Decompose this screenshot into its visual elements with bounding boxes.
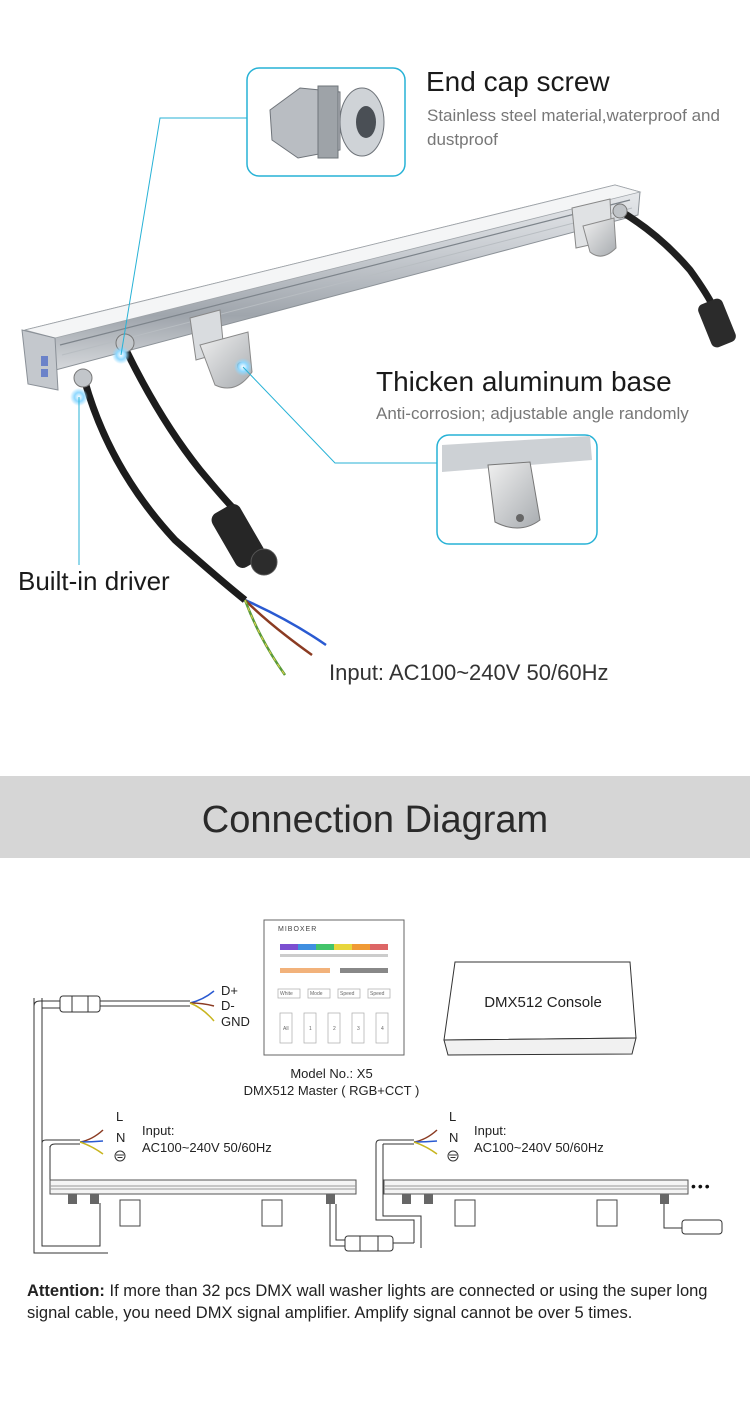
wire-label-l-right: L bbox=[449, 1109, 457, 1124]
wire-label-gnd: GND bbox=[221, 1014, 250, 1029]
console-label: DMX512 Console bbox=[484, 994, 602, 1011]
middle-connector bbox=[344, 1144, 422, 1252]
dmx-console-shape bbox=[443, 961, 637, 1056]
controller-button-speed-1: Speed bbox=[340, 991, 355, 997]
right-cable bbox=[612, 203, 736, 348]
wall-washer-fixture bbox=[21, 184, 642, 391]
wire-label-d-minus: D- bbox=[221, 998, 235, 1013]
controller-brand: MIBOXER bbox=[278, 926, 318, 933]
controller-zone-2: 2 bbox=[333, 1026, 336, 1032]
controller-panel bbox=[263, 919, 405, 1056]
driver-title: Built-in driver bbox=[18, 566, 170, 596]
base-inset bbox=[436, 434, 598, 545]
wire-label-n-right: N bbox=[449, 1130, 459, 1145]
end-cap-subtitle: Stainless steel material,waterproof and … bbox=[427, 106, 720, 149]
signal-cable bbox=[41, 998, 101, 1247]
power-group-left bbox=[41, 1129, 126, 1180]
more-indicator: ••• bbox=[691, 1178, 712, 1194]
controller-button-white: White bbox=[280, 991, 293, 997]
power-input-left-line1: Input: bbox=[142, 1123, 175, 1138]
fixture-bar-right bbox=[383, 1179, 723, 1235]
attention-note: Attention: If more than 32 pcs DMX wall … bbox=[27, 1280, 727, 1324]
base-title: Thicken aluminum base bbox=[376, 366, 672, 397]
left-cables bbox=[73, 333, 327, 676]
end-cap-inset bbox=[246, 67, 406, 177]
wire-label-n-left: N bbox=[116, 1130, 126, 1145]
mounting-bracket-left bbox=[189, 309, 253, 389]
mounting-bracket-right bbox=[571, 198, 617, 257]
power-input-left-line2: AC100~240V 50/60Hz bbox=[142, 1140, 272, 1155]
controller-name: DMX512 Master ( RGB+CCT ) bbox=[243, 1083, 420, 1098]
section-title: Connection Diagram bbox=[201, 799, 549, 841]
controller-button-speed-2: Speed bbox=[370, 991, 385, 997]
fixture-bar-left bbox=[49, 1179, 357, 1247]
power-group-right bbox=[375, 1129, 459, 1162]
controller-zone-4: 4 bbox=[381, 1026, 384, 1032]
controller-button-mode: Mode bbox=[310, 991, 323, 997]
attention-label: Attention: bbox=[27, 1282, 105, 1300]
controller-model: Model No.: X5 bbox=[290, 1066, 373, 1081]
wire-label-l-left: L bbox=[116, 1109, 124, 1124]
controller-zone-3: 3 bbox=[357, 1026, 360, 1032]
section-banner: Connection Diagram bbox=[0, 776, 750, 858]
wire-label-d-plus: D+ bbox=[221, 983, 238, 998]
attention-text: If more than 32 pcs DMX wall washer ligh… bbox=[27, 1282, 708, 1322]
input-label: Input: AC100~240V 50/60Hz bbox=[329, 660, 609, 685]
callout-lines bbox=[78, 117, 438, 565]
power-input-right-line2: AC100~240V 50/60Hz bbox=[474, 1140, 604, 1155]
signal-connector bbox=[59, 995, 101, 1013]
product-illustration bbox=[21, 67, 736, 676]
end-cap-title: End cap screw bbox=[426, 66, 610, 97]
power-input-right-line1: Input: bbox=[474, 1123, 507, 1138]
connection-diagram bbox=[33, 919, 723, 1254]
controller-zone-1: 1 bbox=[309, 1026, 312, 1032]
base-subtitle: Anti-corrosion; adjustable angle randoml… bbox=[376, 404, 689, 423]
controller-zone-all: All bbox=[283, 1026, 289, 1032]
